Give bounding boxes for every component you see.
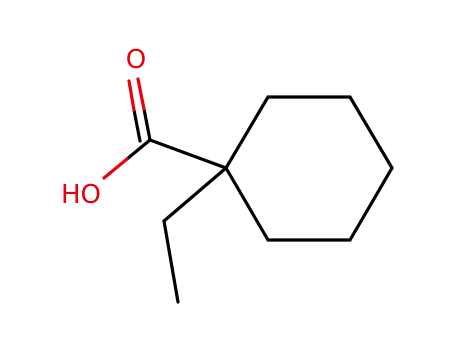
carbonyl-oxygen-label: O [126, 45, 146, 75]
ethyl-group [162, 166, 228, 304]
carboxylic-acid-group: O HO [61, 45, 228, 210]
carbonyl-bond-line-1-oxygen-half [136, 77, 146, 111]
ring-to-carboxyl-bond [148, 138, 228, 170]
carbonyl-bond-line-2-oxygen-half [127, 79, 136, 112]
hydroxyl-label: HO [61, 180, 101, 210]
ring-bond-3 [348, 95, 394, 170]
ethyl-bond-1 [162, 166, 228, 223]
carbonyl-bond-line-2-carbon-half [132, 108, 142, 143]
hydroxyl-bond-oxygen-half [102, 157, 129, 180]
ring-bond-6 [224, 166, 270, 242]
hydroxyl-bond-carbon-half [125, 138, 152, 161]
cyclohexane-ring [224, 95, 394, 242]
ring-bond-4 [348, 166, 394, 242]
carbonyl-bond-line-1-carbon-half [142, 107, 152, 142]
ring-bond-1 [224, 95, 270, 170]
ethyl-bond-2 [162, 219, 180, 304]
